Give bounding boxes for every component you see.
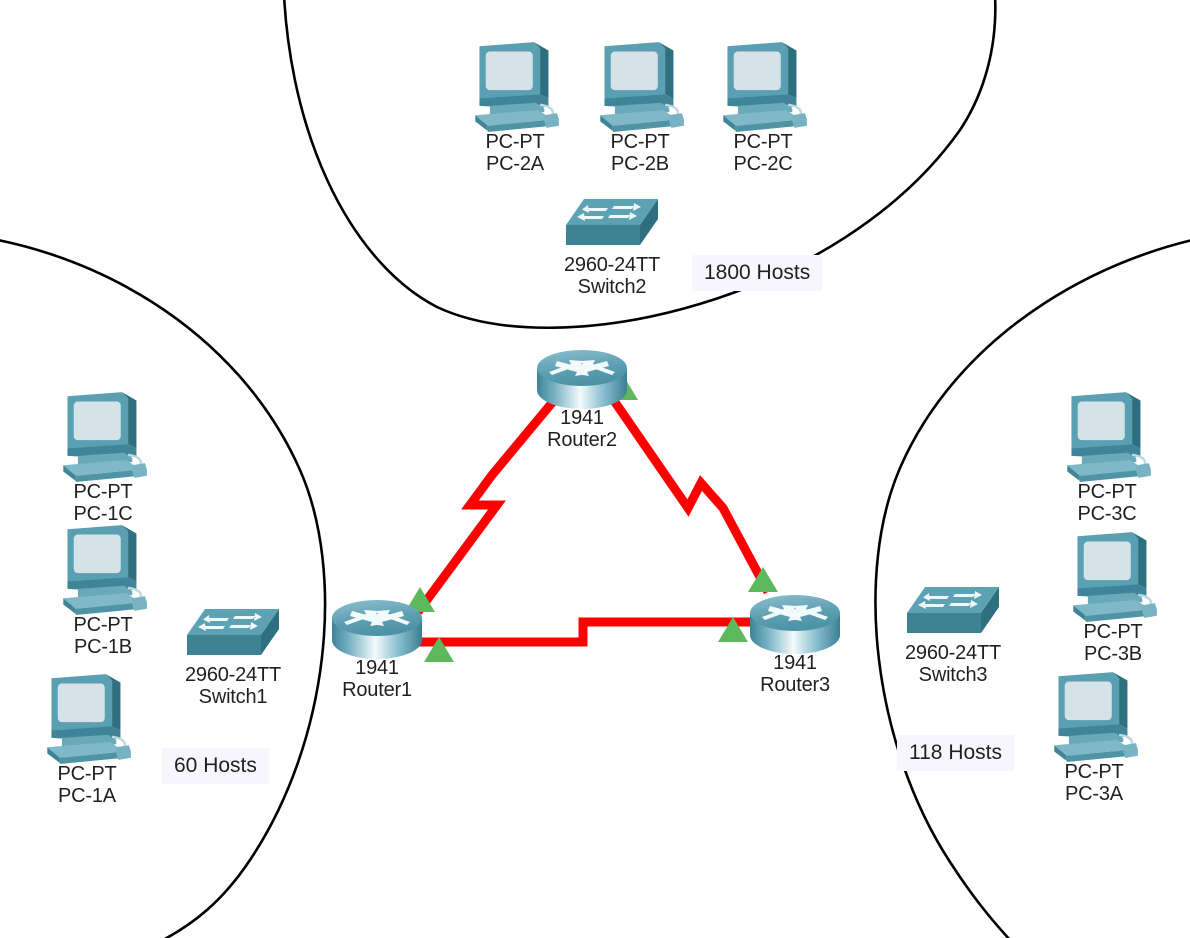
device-name: Switch1 (198, 685, 268, 708)
device-model: PC-PT (73, 481, 133, 503)
device-pc-3c[interactable]: PC-PT PC-3C (1062, 390, 1152, 524)
hosts-badge-cloud-right: 118 Hosts (897, 735, 1014, 771)
device-model: PC-PT (610, 131, 670, 153)
device-name: PC-2B (611, 152, 669, 175)
device-model: PC-PT (73, 614, 133, 636)
device-model: PC-PT (1077, 481, 1137, 503)
device-name: PC-2C (733, 152, 793, 175)
device-model: 1941 (355, 657, 399, 679)
pc-icon (63, 392, 147, 482)
switch-icon (187, 609, 279, 655)
device-label: 2960-24TT Switch3 (904, 642, 1002, 686)
device-model: 2960-24TT (184, 664, 282, 686)
pc-icon (475, 42, 559, 132)
device-name: Switch3 (918, 663, 988, 686)
device-label: PC-PT PC-2A (485, 131, 545, 175)
device-pc-1c[interactable]: PC-PT PC-1C (58, 390, 148, 524)
hosts-badge-cloud-top: 1800 Hosts (692, 255, 823, 291)
device-name: Router3 (760, 673, 830, 696)
pc-icon (1067, 392, 1151, 482)
device-label: 2960-24TT Switch1 (184, 664, 282, 708)
hosts-badge-cloud-left: 60 Hosts (162, 748, 269, 784)
device-model: PC-PT (57, 763, 117, 785)
device-model: 1941 (560, 407, 604, 429)
device-model: 2960-24TT (904, 642, 1002, 664)
device-model: PC-PT (1064, 761, 1124, 783)
device-label: PC-PT PC-1A (57, 763, 117, 807)
device-pc-3b[interactable]: PC-PT PC-3B (1068, 530, 1158, 664)
link-router1-router2-path[interactable] (414, 389, 565, 615)
cloud-top-outline (283, 0, 997, 330)
pc-icon (1073, 532, 1157, 622)
pc-icon (723, 42, 807, 132)
device-name: Router1 (342, 678, 412, 701)
device-name: PC-3B (1084, 642, 1142, 665)
device-pc-1b[interactable]: PC-PT PC-1B (58, 523, 148, 657)
pc-icon (47, 674, 131, 764)
device-model: 2960-24TT (563, 254, 661, 276)
device-pc-1a[interactable]: PC-PT PC-1A (42, 672, 132, 806)
pc-icon (600, 42, 684, 132)
device-switch3[interactable]: 2960-24TT Switch3 (903, 585, 1003, 685)
status-triangle-router1-up (405, 587, 435, 612)
cloud-left-outline (0, 239, 327, 938)
router-icon (332, 600, 422, 659)
device-label: 2960-24TT Switch2 (563, 254, 661, 298)
device-model: PC-PT (733, 131, 793, 153)
device-pc-2b[interactable]: PC-PT PC-2B (595, 40, 685, 174)
device-name: PC-1A (58, 784, 116, 807)
router-icon (750, 595, 840, 654)
device-model: 1941 (773, 652, 817, 674)
device-label: PC-PT PC-1B (73, 614, 133, 658)
device-name: PC-3A (1065, 782, 1123, 805)
status-triangle-router1-right (424, 637, 454, 662)
device-label: PC-PT PC-1C (73, 481, 133, 525)
device-name: Switch2 (577, 275, 647, 298)
cloud-right-outline (874, 239, 1190, 938)
status-triangle-router3-left (718, 617, 748, 642)
device-pc-3a[interactable]: PC-PT PC-3A (1049, 670, 1139, 804)
device-label: PC-PT PC-3C (1077, 481, 1137, 525)
switch-icon (566, 199, 658, 245)
device-model: PC-PT (485, 131, 545, 153)
device-name: PC-1B (74, 635, 132, 658)
device-label: PC-PT PC-2C (733, 131, 793, 175)
device-label: PC-PT PC-3B (1083, 621, 1143, 665)
device-pc-2a[interactable]: PC-PT PC-2A (470, 40, 560, 174)
device-router2[interactable]: 1941 Router2 (535, 350, 629, 450)
device-label: 1941 Router3 (760, 652, 830, 696)
device-router1[interactable]: 1941 Router1 (330, 600, 424, 700)
switch-icon (907, 587, 999, 633)
device-name: PC-1C (73, 502, 133, 525)
device-label: 1941 Router1 (342, 657, 412, 701)
device-label: PC-PT PC-2B (610, 131, 670, 175)
link-router1-router3-path[interactable] (418, 617, 780, 647)
device-pc-2c[interactable]: PC-PT PC-2C (718, 40, 808, 174)
device-router3[interactable]: 1941 Router3 (748, 595, 842, 695)
device-label: PC-PT PC-3A (1064, 761, 1124, 805)
device-model: PC-PT (1083, 621, 1143, 643)
pc-icon (63, 525, 147, 615)
status-triangle-router3-up (748, 567, 778, 592)
link-router2-router3-path[interactable] (604, 389, 772, 595)
device-switch2[interactable]: 2960-24TT Switch2 (562, 197, 662, 297)
device-switch1[interactable]: 2960-24TT Switch1 (183, 607, 283, 707)
router-icon (537, 350, 627, 409)
pc-icon (1054, 672, 1138, 762)
device-name: PC-3C (1077, 502, 1137, 525)
serial-links (414, 389, 780, 647)
device-label: 1941 Router2 (547, 407, 617, 451)
device-name: Router2 (547, 428, 617, 451)
device-name: PC-2A (486, 152, 544, 175)
